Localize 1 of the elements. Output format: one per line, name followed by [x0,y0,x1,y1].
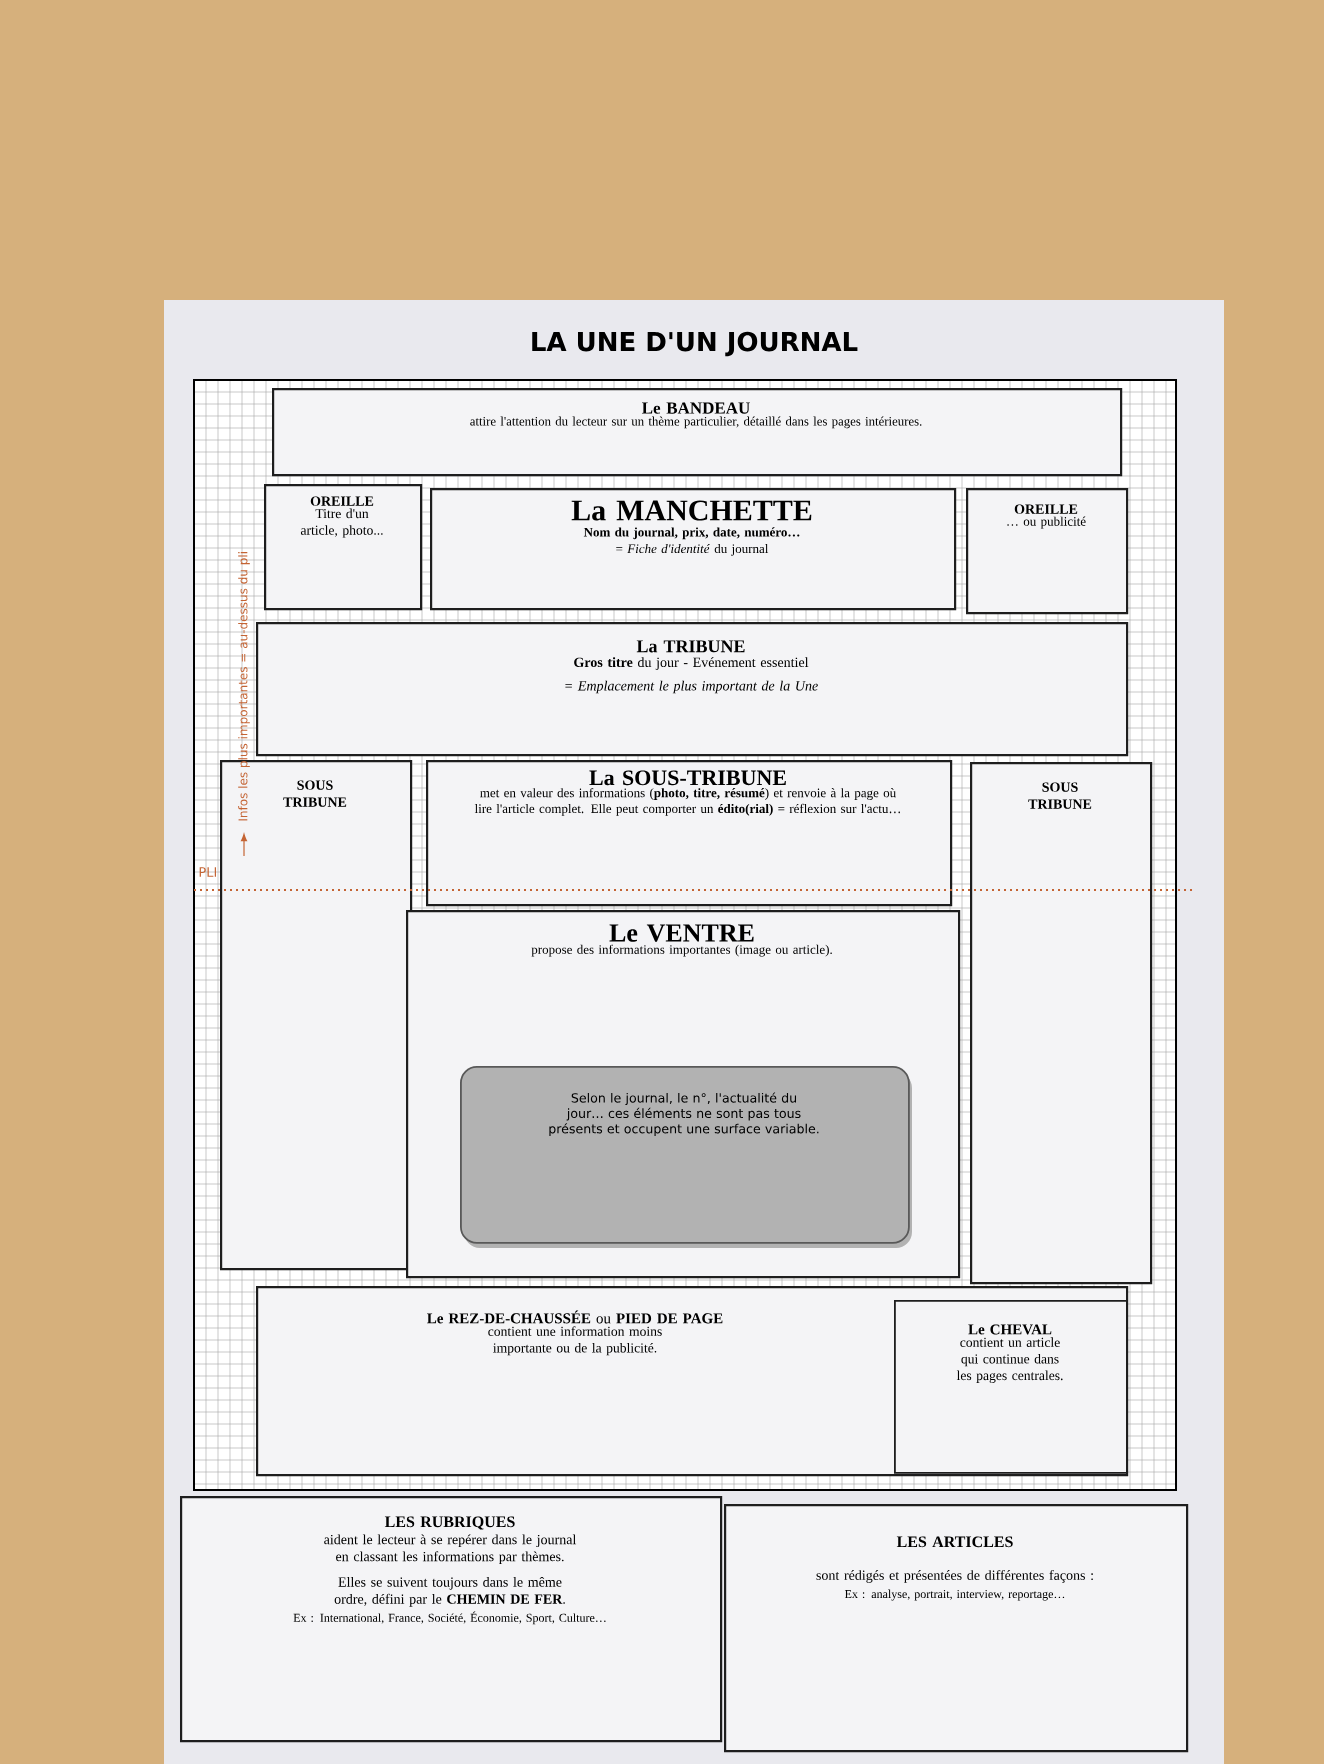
title: LA UNE D'UN JOURNAL [532,331,858,357]
